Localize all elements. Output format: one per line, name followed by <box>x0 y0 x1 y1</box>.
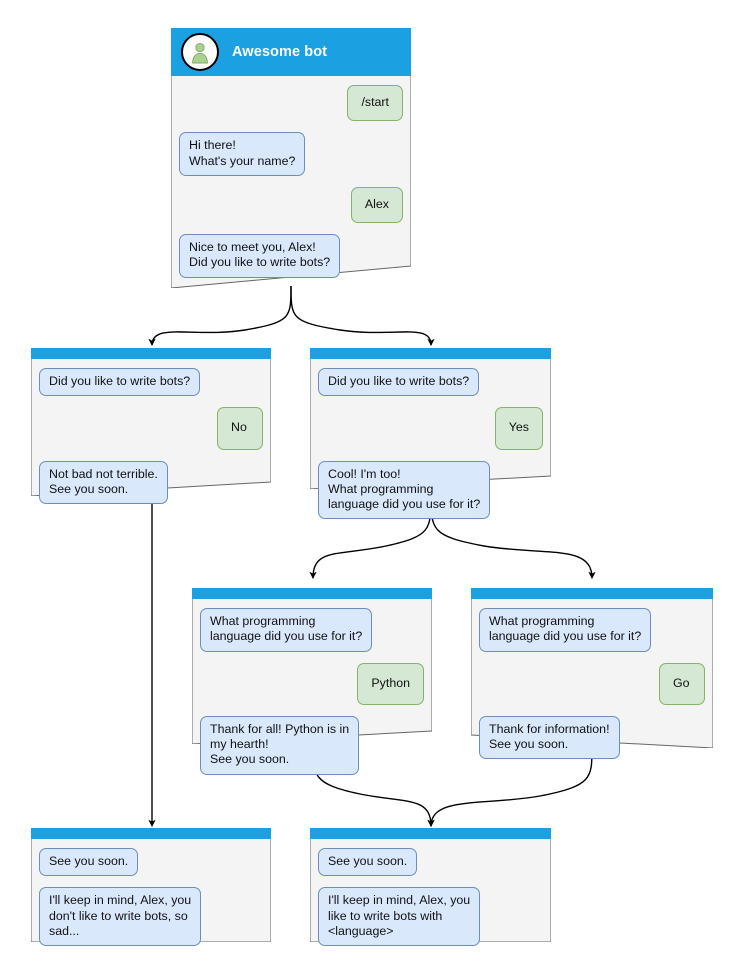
node-python-branch-header <box>192 588 432 599</box>
bot-message-bubble[interactable]: Did you like to write bots? <box>39 368 201 397</box>
bot-message-bubble[interactable]: I'll keep in mind, Alex, you don't like … <box>39 887 202 947</box>
bot-message-bubble[interactable]: Not bad not terrible. See you soon. <box>39 460 168 505</box>
bot-message-bubble[interactable]: Hi there! What's your name? <box>179 132 306 176</box>
edge-go-to-end-happy <box>427 747 593 828</box>
message-row: Not bad not terrible. See you soon. <box>39 460 263 505</box>
bot-message-bubble[interactable]: Thank for all! Python is in my hearth! S… <box>200 715 360 775</box>
edge-root-to-yes <box>290 285 435 347</box>
person-avatar-icon <box>181 33 219 71</box>
user-message-bubble[interactable]: Yes <box>494 407 543 450</box>
message-row: Thank for information! See you soon. <box>479 715 705 760</box>
bot-message-bubble[interactable]: See you soon. <box>318 848 418 877</box>
message-row: Nice to meet you, Alex! Did you like to … <box>179 234 403 278</box>
node-no-branch-header <box>31 348 271 359</box>
user-message-bubble[interactable]: Alex <box>350 186 403 224</box>
node-root-chat: /start Hi there! What's your name? Alex … <box>171 76 411 278</box>
message-row: Python <box>200 662 424 705</box>
node-yes-branch-header <box>310 348 551 359</box>
node-python-branch-chat: What programming language did you use fo… <box>192 599 432 775</box>
message-row: See you soon. <box>318 848 543 877</box>
node-end-happy-chat: See you soon. I'll keep in mind, Alex, y… <box>310 839 551 947</box>
node-end-happy-header <box>310 828 551 839</box>
node-go-branch-chat: What programming language did you use fo… <box>471 599 713 760</box>
node-end-sad-header <box>31 828 271 839</box>
message-row: What programming language did you use fo… <box>479 608 705 652</box>
message-row: No <box>39 407 263 450</box>
message-row: Go <box>479 662 705 705</box>
bot-message-bubble[interactable]: See you soon. <box>39 848 139 877</box>
node-end-sad[interactable]: See you soon. I'll keep in mind, Alex, y… <box>31 828 271 947</box>
bot-message-bubble[interactable]: Nice to meet you, Alex! Did you like to … <box>179 234 341 278</box>
edge-root-to-no <box>148 285 292 347</box>
message-row: Yes <box>318 407 543 450</box>
message-row: Hi there! What's your name? <box>179 132 403 176</box>
message-row: What programming language did you use fo… <box>200 608 424 652</box>
user-message-bubble[interactable]: No <box>217 407 263 450</box>
node-python-branch[interactable]: What programming language did you use fo… <box>192 588 432 775</box>
bot-name-label: Awesome bot <box>232 44 328 60</box>
message-row: /start <box>179 85 403 122</box>
message-row: Did you like to write bots? <box>318 368 543 397</box>
message-row: Did you like to write bots? <box>39 368 263 397</box>
node-yes-branch[interactable]: Did you like to write bots? Yes Cool! I'… <box>310 348 551 520</box>
node-go-branch[interactable]: What programming language did you use fo… <box>471 588 713 760</box>
message-row: I'll keep in mind, Alex, you don't like … <box>39 887 263 947</box>
bot-message-bubble[interactable]: I'll keep in mind, Alex, you like to wri… <box>318 887 481 947</box>
node-go-branch-header <box>471 588 713 599</box>
message-row: I'll keep in mind, Alex, you like to wri… <box>318 887 543 947</box>
message-row: See you soon. <box>39 848 263 877</box>
node-end-happy[interactable]: See you soon. I'll keep in mind, Alex, y… <box>310 828 551 947</box>
node-end-sad-chat: See you soon. I'll keep in mind, Alex, y… <box>31 839 271 947</box>
bot-message-bubble[interactable]: What programming language did you use fo… <box>200 608 373 652</box>
node-yes-branch-chat: Did you like to write bots? Yes Cool! I'… <box>310 359 551 520</box>
user-message-bubble[interactable]: /start <box>347 85 403 122</box>
message-row: Thank for all! Python is in my hearth! S… <box>200 715 424 775</box>
message-row: Alex <box>179 186 403 224</box>
bot-message-bubble[interactable]: Did you like to write bots? <box>318 368 480 397</box>
user-message-bubble[interactable]: Go <box>659 662 705 705</box>
user-message-bubble[interactable]: Python <box>357 662 424 705</box>
node-root[interactable]: Awesome bot /start Hi there! What's your… <box>171 28 411 288</box>
node-no-branch-chat: Did you like to write bots? No Not bad n… <box>31 359 271 505</box>
bot-message-bubble[interactable]: Cool! I'm too! What programming language… <box>318 460 491 520</box>
bot-message-bubble[interactable]: What programming language did you use fo… <box>479 608 652 652</box>
node-no-branch[interactable]: Did you like to write bots? No Not bad n… <box>31 348 271 505</box>
person-glyph <box>192 42 208 64</box>
message-row: Cool! I'm too! What programming language… <box>318 460 543 520</box>
bot-message-bubble[interactable]: Thank for information! See you soon. <box>479 715 620 760</box>
node-root-header: Awesome bot <box>171 28 411 76</box>
